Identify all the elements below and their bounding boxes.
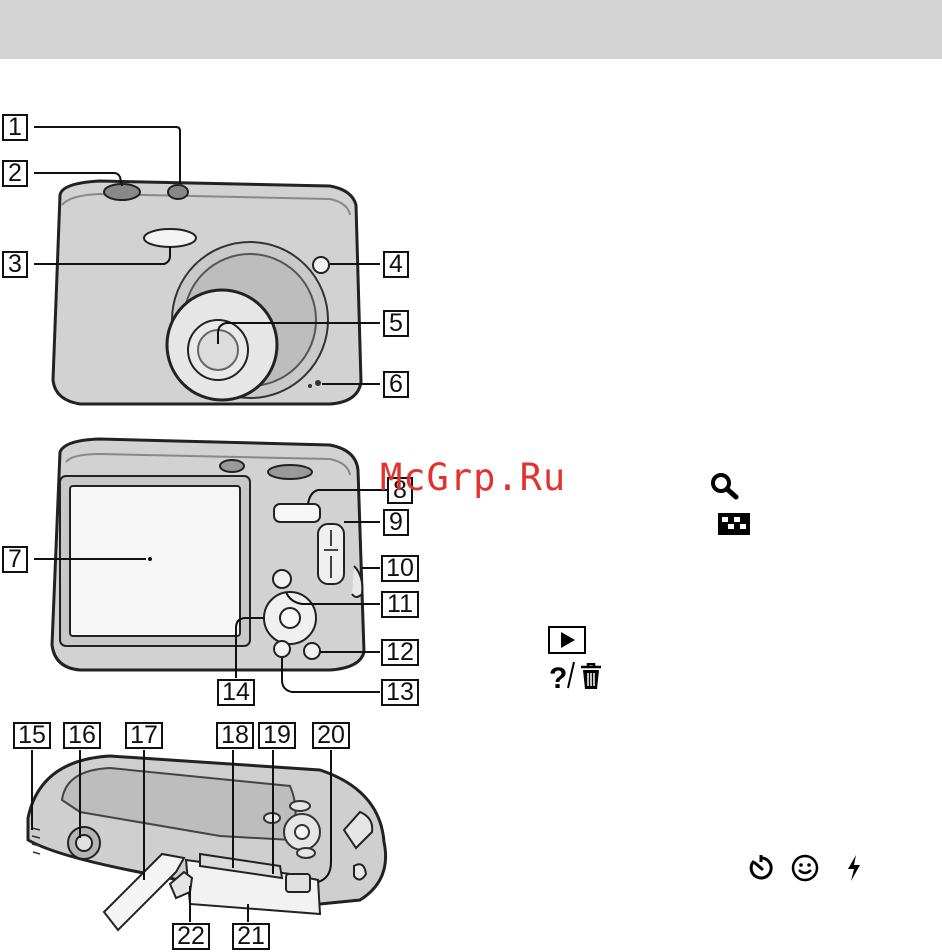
playback-button <box>304 643 320 659</box>
magnifier-icon <box>710 472 740 500</box>
help-delete-separator-icon <box>566 660 576 690</box>
callout-20: 20 <box>312 722 350 749</box>
watermark: McGrp.Ru <box>380 456 566 499</box>
microphone-hole <box>315 380 321 386</box>
callout-15: 15 <box>13 722 51 749</box>
callout-11: 11 <box>381 591 419 618</box>
playback-icon <box>548 626 586 654</box>
callout-4: 4 <box>383 251 409 278</box>
smile-icon <box>790 853 820 883</box>
self-timer-icon <box>746 853 776 883</box>
callout-7: 7 <box>2 546 28 573</box>
index-grid-icon <box>717 512 751 536</box>
shutter-button <box>168 185 188 199</box>
callout-18: 18 <box>216 722 254 749</box>
callout-12: 12 <box>381 639 419 666</box>
lcd-screen <box>70 486 240 636</box>
callout-1: 1 <box>2 114 28 141</box>
callout-21: 21 <box>232 923 270 950</box>
flash-window <box>144 229 196 247</box>
menu-button <box>273 570 291 588</box>
camera-front-view <box>53 181 361 404</box>
callout-14: 14 <box>217 679 255 706</box>
callout-19: 19 <box>258 722 296 749</box>
callout-5: 5 <box>383 310 409 337</box>
callout-6: 6 <box>383 371 409 398</box>
trash-icon <box>579 663 603 691</box>
callout-16: 16 <box>63 722 101 749</box>
callout-2: 2 <box>2 160 28 187</box>
power-button <box>104 184 140 200</box>
help-icon: ? <box>549 664 567 694</box>
callout-10: 10 <box>381 555 419 582</box>
callout-9: 9 <box>383 509 409 536</box>
callout-13: 13 <box>381 679 419 706</box>
movie-button <box>274 504 320 522</box>
multi-connector <box>286 874 310 892</box>
callout-17: 17 <box>125 722 163 749</box>
callout-22: 22 <box>172 923 210 950</box>
flash-icon <box>845 853 863 883</box>
camera-back-view <box>52 439 364 670</box>
callout-3: 3 <box>2 251 28 278</box>
help-delete-button <box>274 641 290 657</box>
self-timer-lamp <box>313 257 329 273</box>
